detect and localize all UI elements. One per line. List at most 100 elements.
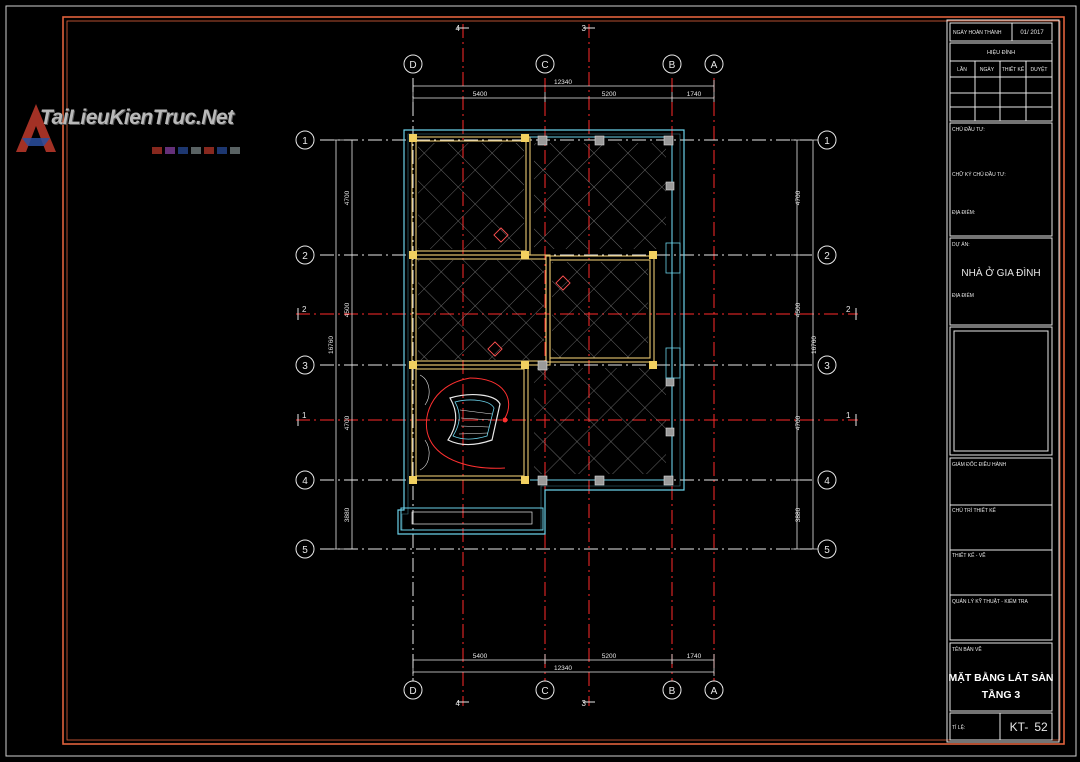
completion-date-label: NGÀY HOÀN THÀNH (953, 29, 1002, 36)
axis-bubble-label: 1 (302, 136, 308, 147)
axis-bubble-label: 5 (824, 545, 830, 556)
axis-bubble-label: D (409, 60, 416, 71)
axis-bubble (403, 54, 423, 74)
revision-header: THIẾT KẾ (1002, 66, 1025, 73)
balcony-rail (411, 511, 533, 525)
top-span-dimension: 1740 (687, 91, 702, 98)
watermark-text: TaiLieuKienTruc.Net (40, 106, 234, 129)
location-label: ĐỊA ĐIỂM: (952, 209, 975, 216)
project-label: DỰ ÁN: (952, 241, 970, 248)
completion-date-value: 01/ 2017 (1020, 30, 1044, 36)
left-total-dimension: 16760 (328, 336, 335, 354)
left-span-dimension: 4500 (344, 302, 351, 317)
axis-bubble-label: 1 (824, 136, 830, 147)
walls (411, 136, 673, 481)
top-total-dimension: 12340 (554, 79, 572, 86)
balcony-rail (400, 507, 544, 531)
bottom-total-dimension: 12340 (554, 665, 572, 672)
left-span-dimension: 4700 (344, 415, 351, 430)
axis-bubble-label: 3 (302, 361, 308, 372)
owner-label: CHỦ ĐẦU TƯ: (952, 126, 985, 133)
owner-sign-label: CHỮ KÝ CHỦ ĐẦU TƯ: (952, 171, 1006, 178)
section-marks (297, 27, 857, 703)
bottom-span-dimension: 5200 (602, 653, 617, 660)
scale-label: TỈ LỆ: (952, 723, 965, 731)
level-markers (487, 227, 571, 357)
axis-bubble-label: D (409, 686, 416, 697)
top-span-dimension: 5200 (602, 91, 617, 98)
top-dimension-chain (412, 80, 715, 102)
column-axis-bubbles-top: D C B A (403, 54, 724, 74)
drawing-frame (62, 16, 1065, 745)
axis-bubble (535, 54, 555, 74)
axis-bubble-label: 4 (824, 476, 830, 487)
axis-bubble-label: 4 (302, 476, 308, 487)
right-span-dimension: 4700 (795, 415, 802, 430)
left-span-dimension: 3880 (344, 507, 351, 522)
column-axis-bubbles-bottom: D C B A (403, 680, 724, 700)
axis-bubble (817, 130, 837, 150)
axis-bubble (662, 54, 682, 74)
room-floor-tiles (418, 143, 524, 249)
section-mark-label: 1 (846, 411, 851, 420)
right-span-dimension: 4700 (795, 190, 802, 205)
revision-header: LẦN (957, 66, 967, 73)
room-floor-tiles (418, 260, 544, 360)
axis-bubble (295, 355, 315, 375)
bottom-dimension-chain (412, 654, 715, 676)
project-name: NHÀ Ở GIA ĐÌNH (961, 266, 1040, 279)
grid-axes (296, 24, 858, 706)
section-mark-label: 4 (456, 24, 461, 33)
window (665, 242, 681, 274)
qa-label: QUẢN LÝ KỸ THUẬT - KIỂM TRA (952, 598, 1029, 605)
revision-header: DUYỆT (1031, 65, 1048, 73)
sheet-prefix: KT- (1010, 720, 1029, 734)
section-mark-label: 2 (846, 305, 851, 314)
right-dimension-chain (791, 139, 819, 550)
row-axis-bubbles-right: 1 2 3 4 5 (817, 130, 837, 559)
sheet-number: 52 (1034, 720, 1048, 734)
section-mark-label: 3 (582, 24, 587, 33)
drawing-frame-inner (66, 20, 1061, 741)
left-span-dimension: 4700 (344, 190, 351, 205)
axis-bubble (704, 54, 724, 74)
building-outline (397, 129, 685, 535)
designer-label: THIẾT KẾ - VẼ (952, 552, 986, 559)
revision-title: HIỆU ĐÍNH (987, 48, 1015, 56)
watermark-logo-icon (16, 104, 56, 152)
axis-bubble (535, 680, 555, 700)
left-dimension-chain (330, 139, 358, 550)
columns (409, 134, 657, 484)
floor-plan (397, 129, 685, 535)
axis-bubble (817, 539, 837, 559)
drawing-title-line2: TẦNG 3 (982, 688, 1021, 701)
director-label: GIÁM ĐỐC ĐIỀU HÀNH (952, 461, 1007, 468)
section-mark-label: 4 (456, 699, 461, 708)
room-floor-tiles (552, 262, 648, 358)
right-span-dimension: 3880 (795, 507, 802, 522)
revision-header: NGÀY (980, 66, 995, 73)
section-mark-label: 2 (302, 305, 307, 314)
axis-bubble-label: B (669, 60, 676, 71)
right-span-dimension: 4500 (795, 302, 802, 317)
section-mark-label: 3 (582, 699, 587, 708)
axis-bubble (662, 680, 682, 700)
section-mark-label: 1 (302, 411, 307, 420)
bottom-span-dimension: 1740 (687, 653, 702, 660)
sheet-border (5, 5, 1077, 757)
axis-bubble (817, 470, 837, 490)
axis-bubble-label: C (541, 60, 548, 71)
room-floor-tiles (534, 368, 666, 474)
axis-bubble-label: A (711, 60, 718, 71)
row-axis-bubbles-left: 1 2 3 4 5 (295, 130, 315, 559)
axis-bubble-label: 2 (302, 251, 308, 262)
axis-bubble (817, 355, 837, 375)
project-location-label: ĐỊA ĐIỂM (952, 292, 974, 299)
top-span-dimension: 5400 (473, 91, 488, 98)
drawing-title-line1: MẶT BẰNG LÁT SÀN (949, 671, 1054, 684)
axis-bubble-label: 2 (824, 251, 830, 262)
axis-bubble-label: 3 (824, 361, 830, 372)
right-total-dimension: 16760 (811, 336, 818, 354)
axis-bubble (295, 130, 315, 150)
